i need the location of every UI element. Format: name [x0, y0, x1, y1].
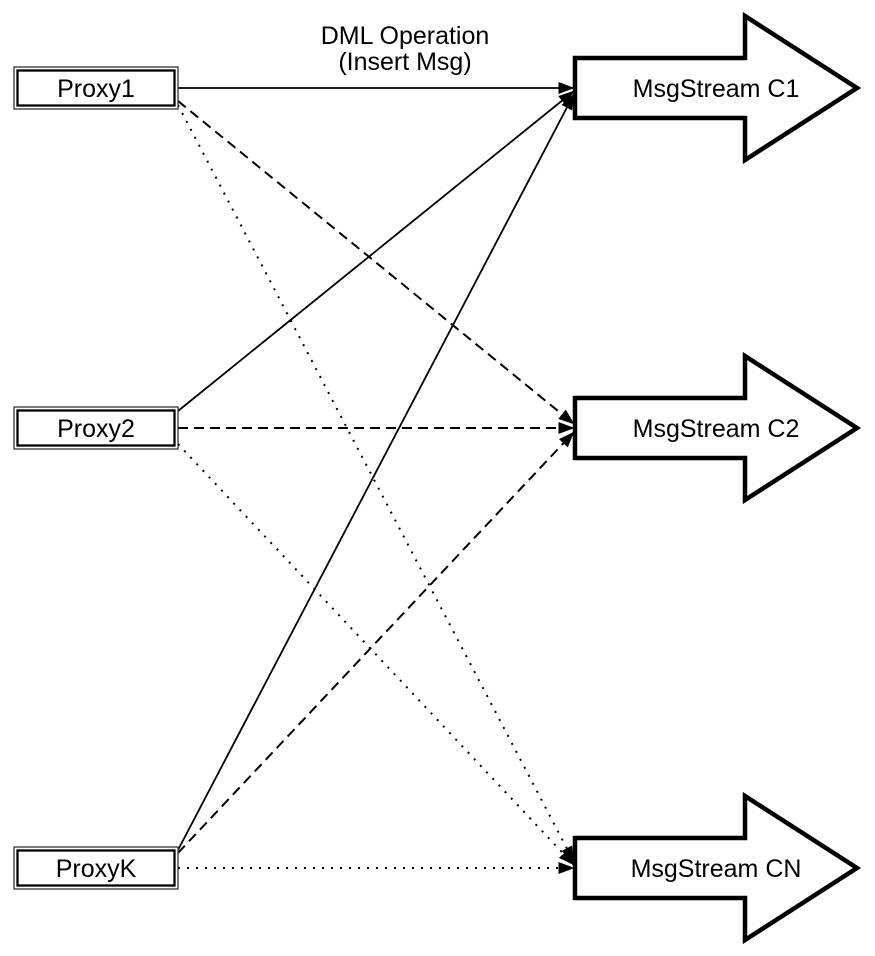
- edge-proxy1-to-msgstream-c2: [177, 100, 575, 425]
- node-msgstream-c1: MsgStream C1: [572, 11, 862, 165]
- edge-proxyk-to-msgstream-c2: [177, 431, 575, 854]
- msgstream-c2-label: MsgStream C2: [633, 415, 800, 443]
- node-proxy1: Proxy1: [13, 66, 179, 110]
- node-msgstream-cn: MsgStream CN: [572, 791, 862, 945]
- edge-proxy2-to-msgstream-c1: [177, 90, 575, 412]
- edge-proxy2-to-msgstream-cn: [177, 443, 575, 866]
- proxy2-label: Proxy2: [57, 415, 135, 443]
- proxy2-box: [13, 406, 179, 450]
- edge-proxy1-to-msgstream-cn: [177, 104, 575, 863]
- proxy1-box-inner: [16, 69, 176, 107]
- edges-layer: [177, 82, 575, 874]
- dml-operation-label-line2: (Insert Msg): [338, 48, 471, 76]
- node-proxy2: Proxy2: [13, 406, 179, 450]
- msgstream-cn-label: MsgStream CN: [631, 855, 802, 883]
- dml-operation-label-line1: DML Operation: [321, 22, 490, 50]
- proxyk-label: ProxyK: [56, 855, 137, 883]
- proxyk-box-inner: [16, 849, 176, 887]
- edge-proxyk-to-msgstream-c1: [177, 93, 575, 851]
- msgstream-c1-label: MsgStream C1: [633, 75, 800, 103]
- node-msgstream-c2: MsgStream C2: [572, 351, 862, 505]
- msgstream-c2-arrow-shape: [572, 351, 862, 505]
- msgstream-c1-arrow-shape: [572, 11, 862, 165]
- proxyk-box: [13, 846, 179, 890]
- proxy2-box-inner: [16, 409, 176, 447]
- node-proxyk: ProxyK: [13, 846, 179, 890]
- proxy1-box: [13, 66, 179, 110]
- msgstream-cn-arrow-shape: [572, 791, 862, 945]
- dml-operation-label: DML Operation (Insert Msg): [321, 22, 490, 76]
- proxy1-label: Proxy1: [57, 75, 135, 103]
